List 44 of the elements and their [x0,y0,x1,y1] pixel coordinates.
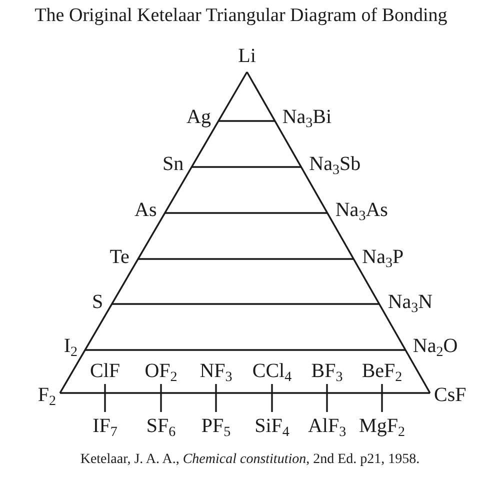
formula-label: BF$_{3}$ [311,361,343,381]
formula-label: Na$_{3}$P [362,247,404,267]
horizontal-line [164,212,328,214]
formula-label: OF$_{2}$ [144,361,178,381]
triangle-side [246,72,431,394]
formula-label: Na$_{2}$O [412,336,458,356]
formula-label: IF$_{7}$ [92,416,118,436]
triangle-side [59,72,248,394]
horizontal-line [138,258,354,260]
formula-label: Sn [162,154,184,174]
tick-mark [104,384,106,412]
formula-label: CsF [434,385,466,405]
formula-label: Na$_{3}$N [388,292,433,312]
horizontal-line [112,303,380,305]
formula-label: Te [110,247,130,267]
formula-label: I$_{2}$ [64,336,78,356]
tick-mark [326,384,328,412]
formula-label: AlF$_{3}$ [308,416,346,436]
formula-label: SiF$_{4}$ [254,416,290,436]
diagram-title: The Original Ketelaar Triangular Diagram of Bonding [34,5,448,26]
formula-label: CCl$_{4}$ [252,361,292,381]
formula-label: Na$_{3}$Sb [309,154,361,174]
horizontal-line [218,120,275,122]
tick-mark [271,384,273,412]
formula-label: SF$_{6}$ [146,416,176,436]
formula-label: Li [238,46,256,66]
formula-label: S [92,292,104,312]
tick-mark [381,384,383,412]
formula-label: ClF [90,361,120,381]
horizontal-line [60,392,430,394]
formula-label: Ag [186,107,211,127]
horizontal-line [192,166,302,168]
horizontal-line [85,349,406,351]
formula-label: BeF$_{2}$ [362,361,402,381]
formula-label: As [134,200,157,220]
formula-label: Na$_{3}$As [335,200,388,220]
citation-caption: Ketelaar, J. A. A., Chemical constitution, 2nd Ed. p21, 1958. [80,452,420,468]
tick-mark [160,384,162,412]
formula-label: F$_{2}$ [38,385,56,405]
formula-label: PF$_{5}$ [201,416,231,436]
formula-label: Na$_{3}$Bi [282,107,332,127]
tick-mark [215,384,217,412]
formula-label: MgF$_{2}$ [359,416,405,436]
formula-label: NF$_{3}$ [200,361,232,381]
